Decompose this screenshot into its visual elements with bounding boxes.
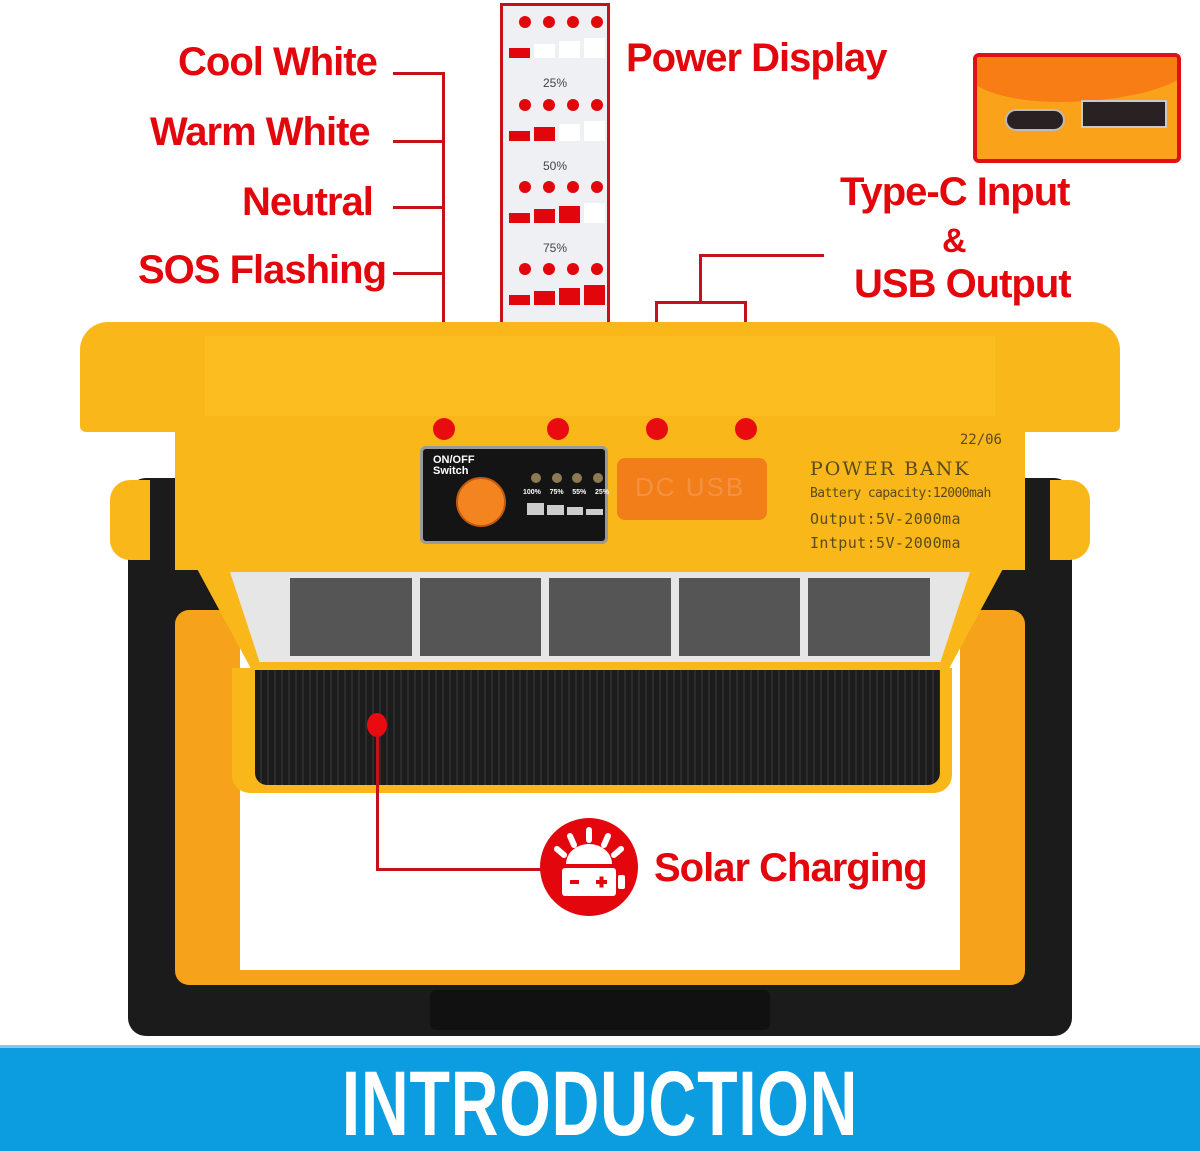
hinge-knob-left [110, 480, 150, 560]
control-panel: ON/OFF Switch 100%75%55%25% [420, 446, 609, 544]
port-closeup-inset [973, 53, 1181, 163]
solar-cell-panel [230, 572, 970, 662]
label-plate: 22/06 POWER BANK Battery capacity:12000m… [800, 428, 1020, 560]
hinge-knob-right [1050, 480, 1090, 560]
callout-cool-white: Cool White [178, 40, 378, 84]
banner-title: INTRODUCTION [341, 1053, 859, 1151]
power-display-panel: 25% 50% 75% 100% [500, 3, 610, 335]
pointer-dot-usb [735, 418, 757, 440]
solar-charging-icon [540, 818, 638, 916]
callout-solar-charging: Solar Charging [654, 846, 928, 890]
callout-power-display: Power Display [626, 36, 887, 80]
battery-capacity: Battery capacity:12000mah [810, 486, 991, 501]
handle-grip [240, 940, 960, 970]
connector-line [655, 301, 746, 304]
callout-sos-flashing: SOS Flashing [138, 248, 387, 292]
type-c-port-icon [1005, 109, 1065, 131]
title-banner: INTRODUCTION [0, 1045, 1200, 1151]
port-cover-text: DC USB [635, 472, 746, 502]
connector-line [376, 735, 379, 870]
callout-warm-white: Warm White [150, 110, 371, 154]
callout-type-c-input: Type-C Input [840, 170, 1070, 214]
solar-panel-surface [255, 670, 940, 785]
connector-line [393, 272, 443, 275]
connector-line [393, 140, 443, 143]
pointer-dot-type-c [646, 418, 668, 440]
date-code: 22/06 [959, 432, 1002, 448]
pointer-dot-light-modes [433, 418, 455, 440]
callout-ampersand: & [942, 222, 967, 260]
port-cover[interactable]: DC USB [617, 458, 767, 520]
connector-line [699, 254, 702, 302]
indicator-leds [531, 473, 603, 483]
connector-line [393, 72, 443, 75]
connector-line [376, 868, 546, 871]
indicator-bars [527, 503, 603, 515]
indicator-labels: 100%75%55%25% [523, 489, 609, 496]
on-off-switch-button[interactable] [456, 477, 506, 527]
connector-line [700, 254, 824, 257]
callout-neutral: Neutral [242, 180, 374, 224]
pointer-dot-solar [367, 713, 387, 737]
switch-label: ON/OFF Switch [433, 454, 475, 477]
callout-usb-output: USB Output [854, 262, 1072, 306]
connector-line [442, 72, 445, 428]
usb-port-icon [1081, 100, 1167, 128]
input-spec: Intput:5V-2000ma [810, 534, 961, 552]
power-bank-title: POWER BANK [810, 458, 971, 480]
pointer-dot-power-display [547, 418, 569, 440]
stand-foot [430, 990, 770, 1030]
housing-top-recess [205, 336, 995, 416]
output-spec: Output:5V-2000ma [810, 510, 961, 528]
connector-line [393, 206, 443, 209]
